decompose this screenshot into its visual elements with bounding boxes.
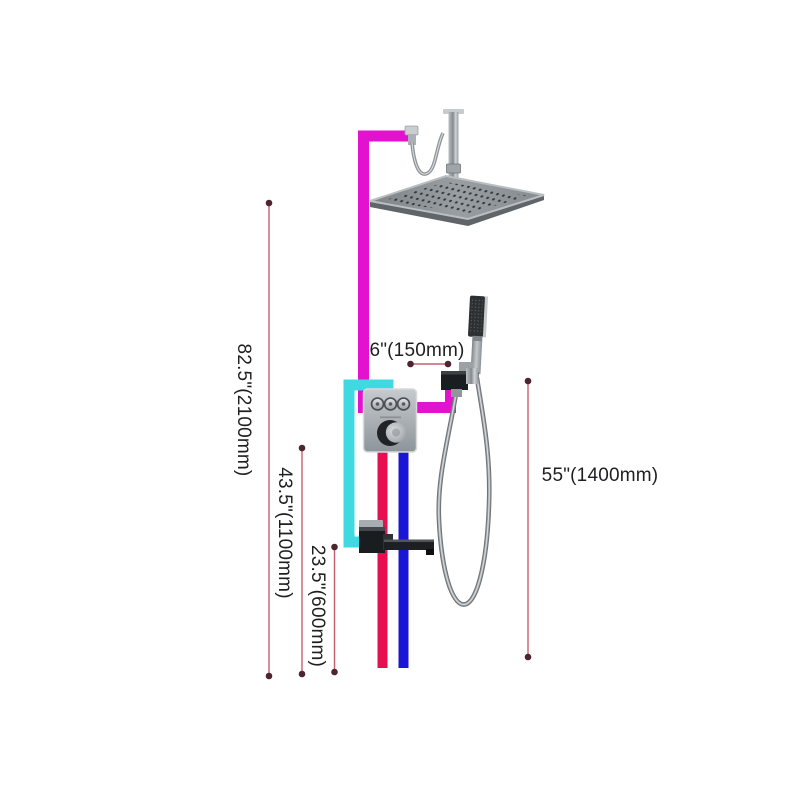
bracket-block-top (441, 371, 468, 375)
dimension-dot (265, 672, 273, 680)
ceiling-shower-arm (443, 109, 464, 212)
hand-shower-hose (436, 377, 492, 607)
dimension-lines (268, 203, 529, 676)
ceiling-flex-hose (410, 132, 445, 176)
valve-button-1-dot (375, 402, 380, 406)
dimension-label-ceiling-height: 82.5"(2100mm) (233, 343, 254, 477)
rain-shower-head (369, 174, 545, 226)
dimension-dot (298, 444, 306, 452)
dimension-dot (524, 653, 532, 661)
dimension-label-spout-height: 23.5"(600mm) (307, 544, 328, 668)
dimension-label-hand-shower-height: 55"(1400mm) (541, 465, 659, 486)
dimension-dot (265, 199, 273, 207)
dimension-dot (331, 668, 338, 676)
tub-spout (359, 520, 434, 555)
spout-wall-block (359, 527, 385, 553)
spout-cap (359, 520, 383, 529)
dimension-dot (331, 543, 338, 551)
spout-arm-highlight (384, 539, 434, 542)
head-nozzle-grid (382, 182, 530, 213)
wand-neck (472, 335, 483, 343)
spout-outlet-tip (426, 549, 434, 555)
dimension-dot (407, 360, 414, 368)
head-edge-thickness (370, 195, 544, 226)
ceiling-flex-hose-highlight (411, 132, 444, 175)
bracket-block (441, 371, 468, 390)
connector-nut (408, 134, 416, 145)
hot-pipe-magenta (358, 130, 456, 413)
ceiling-flange (443, 109, 464, 114)
bracket-outlet-nut (451, 389, 462, 397)
shower-arm-tube (448, 112, 459, 212)
spout-wall-block-top (359, 527, 385, 531)
valve-scale-marks (380, 416, 401, 419)
valve-buttons (370, 397, 411, 411)
dimension-label-valve-height: 43.5"(1100mm) (274, 467, 295, 599)
wand-edge (481, 296, 489, 338)
dimension-dot (524, 377, 532, 385)
valve-button-2-dot (388, 402, 393, 406)
valve-knob (377, 420, 407, 446)
wand-handle (470, 340, 483, 375)
wand-nozzles (470, 298, 483, 335)
valve-knob-center (392, 428, 400, 437)
dimension-dot (298, 670, 306, 678)
valve-button-3-dot (401, 402, 406, 406)
arm-collar (446, 163, 461, 174)
thermostatic-valve-panel (362, 388, 418, 453)
spout-arm (384, 539, 434, 550)
connector-body (404, 125, 419, 136)
dimension-dots (265, 199, 532, 680)
dimension-dot (444, 360, 452, 368)
hand-shower-bracket (441, 362, 478, 397)
bracket-elbow (466, 368, 478, 384)
dimension-label-hand-shower-offset: 6"(150mm) (369, 340, 465, 361)
supply-connector (404, 125, 419, 145)
bracket-clamp (459, 362, 473, 373)
